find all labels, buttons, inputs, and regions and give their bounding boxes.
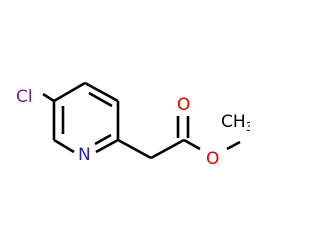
bond-carbonyl-oester	[183, 138, 201, 151]
methyl-subscript: 3	[246, 120, 250, 134]
methyl-label-main: CH	[221, 112, 246, 132]
bond-c2-n1-inner	[94, 133, 112, 146]
bond-c2-ch2	[117, 138, 152, 160]
carbonyl-oxygen-label: O	[177, 95, 190, 115]
bond-oester-methyl	[226, 140, 241, 151]
nitrogen-label: N	[78, 145, 91, 165]
bond-lines	[42, 81, 241, 160]
bond-c5-c4	[53, 81, 86, 103]
methyl-label: CH3	[221, 112, 250, 134]
bond-ch2-carbonyl	[150, 138, 185, 160]
chemical-structure: Cl N O O CH3	[16, 81, 250, 169]
bond-c4-c3	[84, 81, 119, 103]
chlorine-label: Cl	[16, 87, 33, 107]
bond-c2-n1	[95, 138, 119, 154]
bond-c4-c3-inner	[88, 91, 113, 108]
ester-oxygen-label: O	[206, 149, 219, 169]
bond-n1-c6	[53, 138, 75, 154]
bond-c5-cl	[42, 92, 55, 103]
